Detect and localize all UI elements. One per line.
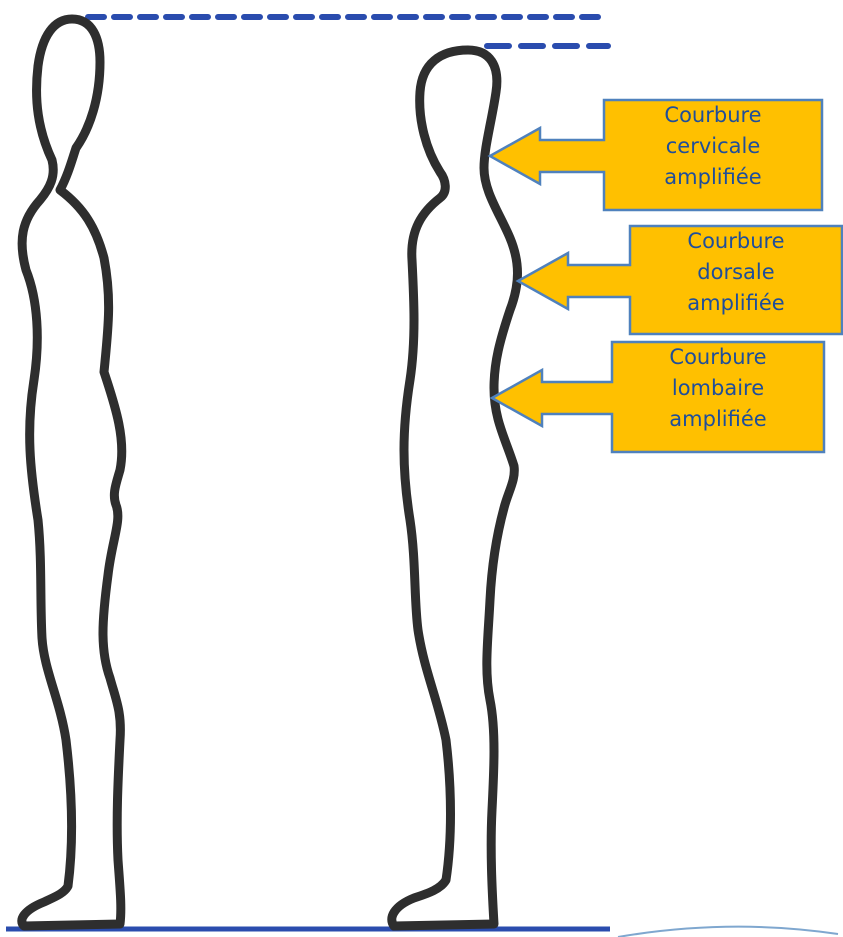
kyphotic-posture-figure (392, 50, 518, 926)
callout-line-1: Courbure (630, 226, 842, 257)
callout-line-2: cervicale (604, 131, 822, 162)
decorative-arc (618, 927, 838, 937)
callout-label-lumbar: Courbure lombaire amplifiée (612, 342, 824, 435)
callout-line-1: Courbure (612, 342, 824, 373)
callout-label-dorsal: Courbure dorsale amplifiée (630, 226, 842, 319)
normal-posture-figure (22, 19, 122, 926)
callout-line-1: Courbure (604, 100, 822, 131)
callout-line-2: dorsale (630, 257, 842, 288)
callout-line-2: lombaire (612, 373, 824, 404)
callout-line-3: amplifiée (630, 288, 842, 319)
callout-line-3: amplifiée (612, 404, 824, 435)
callout-label-cervical: Courbure cervicale amplifiée (604, 100, 822, 193)
callout-line-3: amplifiée (604, 162, 822, 193)
